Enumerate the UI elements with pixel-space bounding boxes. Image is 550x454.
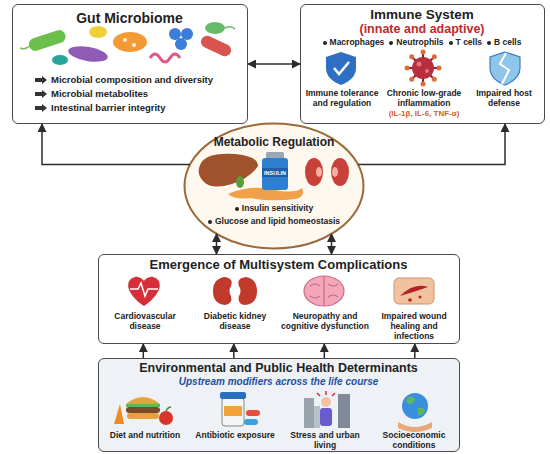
microbiome-box: Gut MicrobiomeMicrobial composition and … — [12, 4, 248, 124]
connector-arrow — [414, 344, 416, 358]
icon-caption: Chronic low-grade inflammation — [382, 89, 466, 109]
list-item: B cells — [487, 38, 521, 48]
connector-arrow — [248, 63, 300, 65]
text-row: Microbial metabolites — [35, 89, 245, 100]
bullet-text: Glucose and lipid homeostasis — [215, 217, 340, 227]
icon-caption: Socioeconomic conditions — [370, 431, 458, 451]
icon-caption: Diabetic kidney disease — [190, 312, 280, 332]
connector-arrow — [331, 234, 333, 254]
box-title: Immune System — [370, 7, 474, 23]
cell-type: T cells — [456, 38, 482, 48]
hand-bullet — [35, 76, 47, 84]
box-subtitle: Upstream modifiers across the life cours… — [179, 376, 379, 388]
vial-label: INSULIN — [260, 170, 290, 176]
dot-bullet — [389, 41, 393, 45]
text-row: (IL-1β, IL-6, TNF-α) — [377, 109, 471, 118]
text-row: Gut Microbiome — [13, 10, 246, 26]
list-item: T cells — [449, 38, 482, 48]
icon-caption: Immune tolerance and regulation — [303, 89, 381, 109]
box-subtitle: (innate and adaptive) — [359, 22, 484, 36]
text-row: Cardiovascular disease — [100, 312, 190, 332]
hand-bullet-shape — [35, 104, 47, 112]
text-row: Neuropathy and cognitive dysfunction — [280, 312, 370, 332]
box-title: Emergence of Multisystem Complications — [150, 258, 408, 273]
immune-box: Immune System(innate and adaptive) Macrop… — [300, 4, 545, 124]
cytokine-list: (IL-1β, IL-6, TNF-α) — [389, 109, 460, 118]
icon-caption: Diet and nutrition — [110, 431, 180, 441]
bullet-text: Insulin sensitivity — [242, 204, 313, 214]
icon-caption: Impaired host defense — [465, 89, 543, 109]
cell-type: Neutrophils — [396, 38, 443, 48]
text-row: Intestinal barrier integrity — [35, 103, 245, 114]
connector-arrow — [358, 124, 505, 165]
icon-caption: Impaired wound healing and infections — [370, 312, 458, 341]
connector-arrow — [233, 344, 235, 358]
bullet-text: Microbial metabolites — [51, 89, 148, 100]
icon-caption: Cardiovascular disease — [100, 312, 190, 332]
connector-arrow — [143, 344, 145, 358]
connector-arrow — [216, 234, 218, 254]
icon-caption: Antibiotic exposure — [195, 431, 274, 441]
connector-arrow — [42, 124, 190, 165]
text-row: Antibiotic exposure — [190, 431, 280, 441]
text-row: Stress and urban living — [280, 431, 370, 451]
text-row: Metabolic Regulation — [183, 136, 365, 150]
text-row: (innate and adaptive) — [301, 22, 543, 36]
text-row: Microbial composition and diversity — [35, 75, 245, 86]
list-item: Neutrophils — [389, 38, 443, 48]
dot-bullet — [487, 41, 491, 45]
text-row: Chronic low-grade inflammation — [382, 89, 466, 109]
inline-list: Macrophages Neutrophils T cells B cells — [301, 38, 543, 48]
complications-box: Emergence of Multisystem ComplicationsCa… — [98, 254, 460, 344]
hand-bullet-shape — [35, 76, 47, 84]
text-row: Insulin sensitivity — [183, 204, 365, 214]
icon-caption: Stress and urban living — [280, 431, 370, 451]
metabolic-circle: Metabolic RegulationInsulin sensitivityG… — [183, 122, 365, 250]
hand-bullet — [35, 104, 47, 112]
text-row: Diet and nutrition — [100, 431, 190, 441]
hand-bullet-shape — [35, 90, 47, 98]
text-row: Upstream modifiers across the life cours… — [99, 376, 458, 388]
text-row: Impaired wound healing and infections — [370, 312, 458, 341]
determinants-box: Environmental and Public Health Determin… — [98, 358, 460, 452]
text-row: Glucose and lipid homeostasis — [183, 217, 365, 227]
dot-bullet — [449, 41, 453, 45]
box-title: Environmental and Public Health Determin… — [139, 361, 418, 375]
icon-caption: Neuropathy and cognitive dysfunction — [280, 312, 370, 332]
circle-title: Metabolic Regulation — [214, 136, 335, 150]
text-row: Environmental and Public Health Determin… — [99, 361, 458, 375]
circle-shape — [185, 124, 364, 249]
cell-type: B cells — [494, 38, 521, 48]
connector-arrow — [324, 344, 326, 358]
dot-bullet — [323, 41, 327, 45]
bullet-text: Microbial composition and diversity — [51, 75, 213, 86]
text-row: Diabetic kidney disease — [190, 312, 280, 332]
text-row: Socioeconomic conditions — [370, 431, 458, 451]
list-item: Macrophages — [323, 38, 385, 48]
dot-bullet — [235, 207, 239, 211]
text-row: Emergence of Multisystem Complications — [99, 258, 458, 273]
cell-type: Macrophages — [330, 38, 385, 48]
text-row: Immune System — [301, 7, 543, 23]
hand-bullet — [35, 90, 47, 98]
dot-bullet — [208, 220, 212, 224]
text-row: Impaired host defense — [465, 89, 543, 109]
bullet-text: Intestinal barrier integrity — [51, 103, 166, 114]
box-title: Gut Microbiome — [76, 10, 183, 26]
text-row: Immune tolerance and regulation — [303, 89, 381, 109]
